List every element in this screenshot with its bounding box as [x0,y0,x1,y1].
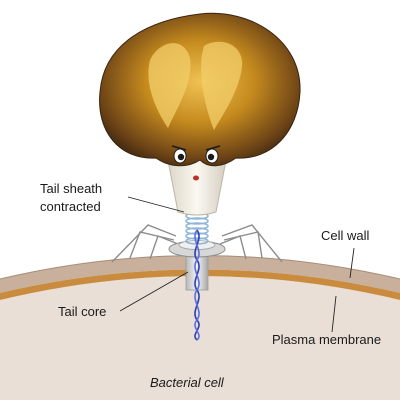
label-plasma-membrane: Plasma membrane [272,332,381,347]
label-tail-core: Tail core [58,304,106,319]
plasma-membrane [0,269,400,300]
label-tail-sheath: Tail sheath [40,181,102,196]
phage-capsid-icon [99,12,301,167]
label-cell-wall: Cell wall [321,228,370,243]
tail-sheath [185,212,209,245]
label-bacterial-cell: Bacterial cell [150,375,225,390]
tail-core [185,251,209,291]
leader-tail-sheath [127,196,185,213]
tail-fibers [111,224,283,263]
dna-helix-icon [194,229,200,341]
cytoplasm [0,276,400,400]
capsid-highlights [148,41,243,131]
leader-tail-core [119,271,189,312]
cell-wall [0,255,400,293]
leader-plasma-membrane [331,295,337,333]
leader-cell-wall [349,247,355,279]
label-tail-sheath-line2: contracted [40,199,101,214]
cartoon-face-icon [171,145,221,181]
